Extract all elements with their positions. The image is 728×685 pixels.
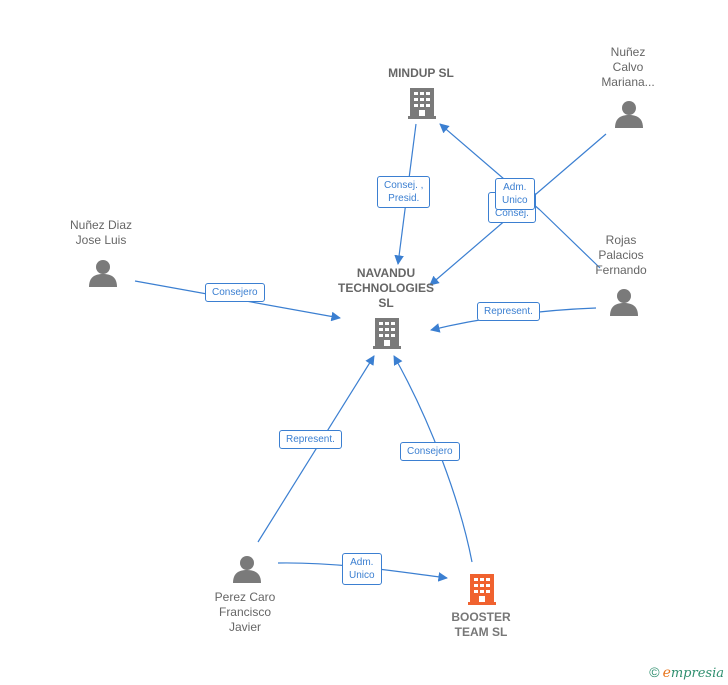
edge-label-nunez-diaz-navandu: Consejero (205, 283, 265, 302)
node-label-nunez-diaz[interactable]: Nuñez Diaz Jose Luis (69, 218, 133, 247)
edge-rojas-mindup-link (539, 209, 601, 269)
node-label-perez[interactable]: Perez Caro Francisco Javier (214, 590, 276, 634)
company-icon-navandu[interactable] (373, 318, 401, 349)
brand-logo-letter: e (662, 665, 671, 681)
edge-label-booster-navandu: Consejero (400, 442, 460, 461)
company-icon-booster[interactable] (468, 574, 496, 605)
node-label-mindup[interactable]: MINDUP SL (388, 66, 454, 80)
node-label-navandu[interactable]: NAVANDU TECHNOLOGIES SL (337, 266, 434, 310)
edge-perez-navandu (257, 355, 375, 543)
person-icon-rojas[interactable] (610, 289, 638, 316)
node-label-booster[interactable]: BOOSTER TEAM SL (451, 610, 511, 639)
copyright-symbol: © (649, 664, 660, 680)
edge-label-perez-navandu: Represent. (279, 430, 342, 449)
footer-brand: ©empresia (649, 664, 724, 681)
brand-name: mpresia (670, 666, 724, 681)
person-icon-nunez-calvo[interactable] (615, 101, 643, 128)
edge-label-perez-booster: Adm. Unico (342, 553, 382, 585)
node-label-rojas[interactable]: Rojas Palacios Fernando (595, 233, 647, 277)
edge-label-nunez-calvo-mindup: Adm. Unico (495, 178, 535, 210)
person-icon-nunez-diaz[interactable] (89, 260, 117, 287)
edge-label-rojas-navandu: Represent. (477, 302, 540, 321)
edge-label-mindup-navandu: Consej. , Presid. (377, 176, 431, 208)
company-icon-mindup[interactable] (408, 88, 436, 119)
person-icon-perez[interactable] (233, 556, 261, 583)
node-label-nunez-calvo[interactable]: Nuñez Calvo Mariana... (601, 45, 655, 89)
